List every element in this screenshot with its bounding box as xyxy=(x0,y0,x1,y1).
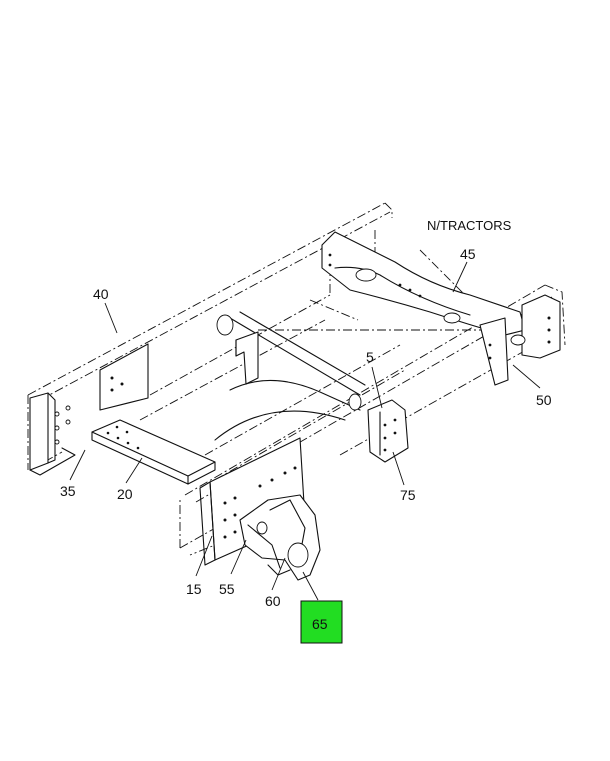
callout-20: 20 xyxy=(117,486,133,502)
callout-60: 60 xyxy=(265,593,281,609)
callout-75: 75 xyxy=(400,487,416,503)
leader-lines xyxy=(69,261,541,601)
callout-40: 40 xyxy=(93,286,109,302)
spring-bracket-assembly xyxy=(239,494,321,581)
callout-15: 15 xyxy=(186,581,202,597)
cross-member-angle xyxy=(91,419,216,485)
callout-55: 55 xyxy=(219,581,235,597)
right-rail-end xyxy=(510,294,561,359)
callout-65: 65 xyxy=(312,616,328,632)
callout-5: 5 xyxy=(366,349,374,365)
left-frame-rail xyxy=(29,392,76,476)
note-tractors: N/TRACTORS xyxy=(427,218,512,233)
crossmember-tractor xyxy=(321,231,526,386)
callout-45: 45 xyxy=(460,246,476,262)
highlight-box[interactable] xyxy=(300,600,343,644)
bracket-with-plate xyxy=(348,393,409,463)
cross-tube xyxy=(214,311,366,441)
callout-35: 35 xyxy=(60,483,76,499)
callout-65-highlight[interactable]: 65 xyxy=(300,600,343,644)
frame-bracket xyxy=(99,343,149,411)
callout-50: 50 xyxy=(536,392,552,408)
spring-hanger-center xyxy=(216,314,259,385)
